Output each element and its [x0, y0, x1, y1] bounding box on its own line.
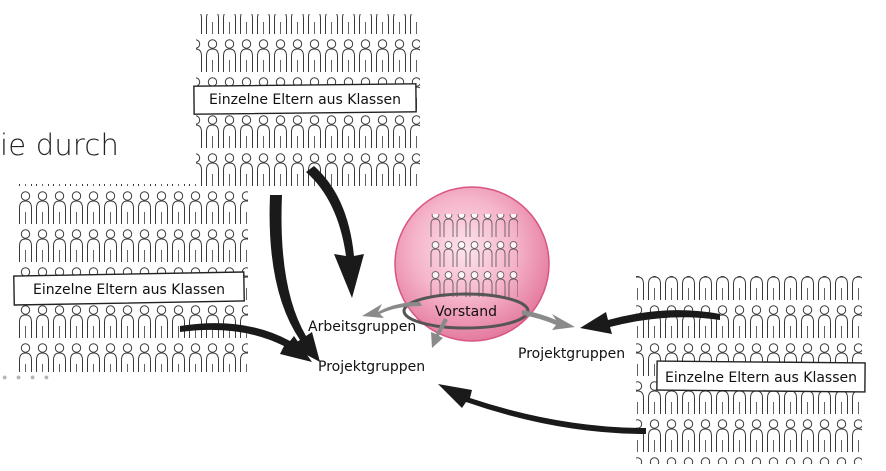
banner-left — [13, 271, 245, 306]
board-label: Vorstand — [435, 304, 497, 320]
board-ring — [402, 292, 530, 330]
banner-top-text: Einzelne Eltern aus Klassen — [209, 92, 401, 108]
crowd-left: Einzelne Eltern aus Klassen — [13, 184, 248, 372]
crowd-right: Einzelne Eltern aus Klassen — [636, 276, 866, 464]
crowd-top: Einzelne Eltern aus Klassen — [193, 14, 420, 190]
grey-arrow-down — [431, 318, 448, 348]
flow-arrows — [180, 166, 720, 434]
curved-arrow-bottomright-to-projektgruppen — [438, 384, 646, 434]
curved-arrow-right-to-projektgruppen — [580, 310, 720, 334]
board-outflow-arrows — [362, 302, 575, 348]
banner-top — [193, 83, 417, 115]
banner-left-text: Einzelne Eltern aus Klassen — [33, 282, 225, 298]
label-projektgruppen-left: Projektgruppen — [318, 359, 425, 375]
grey-arrow-right — [522, 310, 575, 330]
curved-arrow-top-to-projektgruppen — [269, 195, 320, 362]
banner-right — [656, 360, 866, 393]
curved-arrow-left-to-projektgruppen — [180, 323, 312, 362]
heading-fragment: ie durch — [0, 128, 120, 162]
curved-arrow-top-to-arbeitsgruppen — [306, 166, 364, 298]
board-circle: Vorstand — [394, 186, 550, 342]
label-arbeitsgruppen: Arbeitsgruppen — [308, 319, 416, 335]
banner-right-text: Einzelne Eltern aus Klassen — [665, 370, 857, 386]
page-dots: ● ● ● ● — [2, 372, 53, 382]
board-members-illustration — [428, 214, 518, 300]
label-projektgruppen-right: Projektgruppen — [518, 346, 625, 362]
grey-arrow-left — [362, 302, 422, 318]
